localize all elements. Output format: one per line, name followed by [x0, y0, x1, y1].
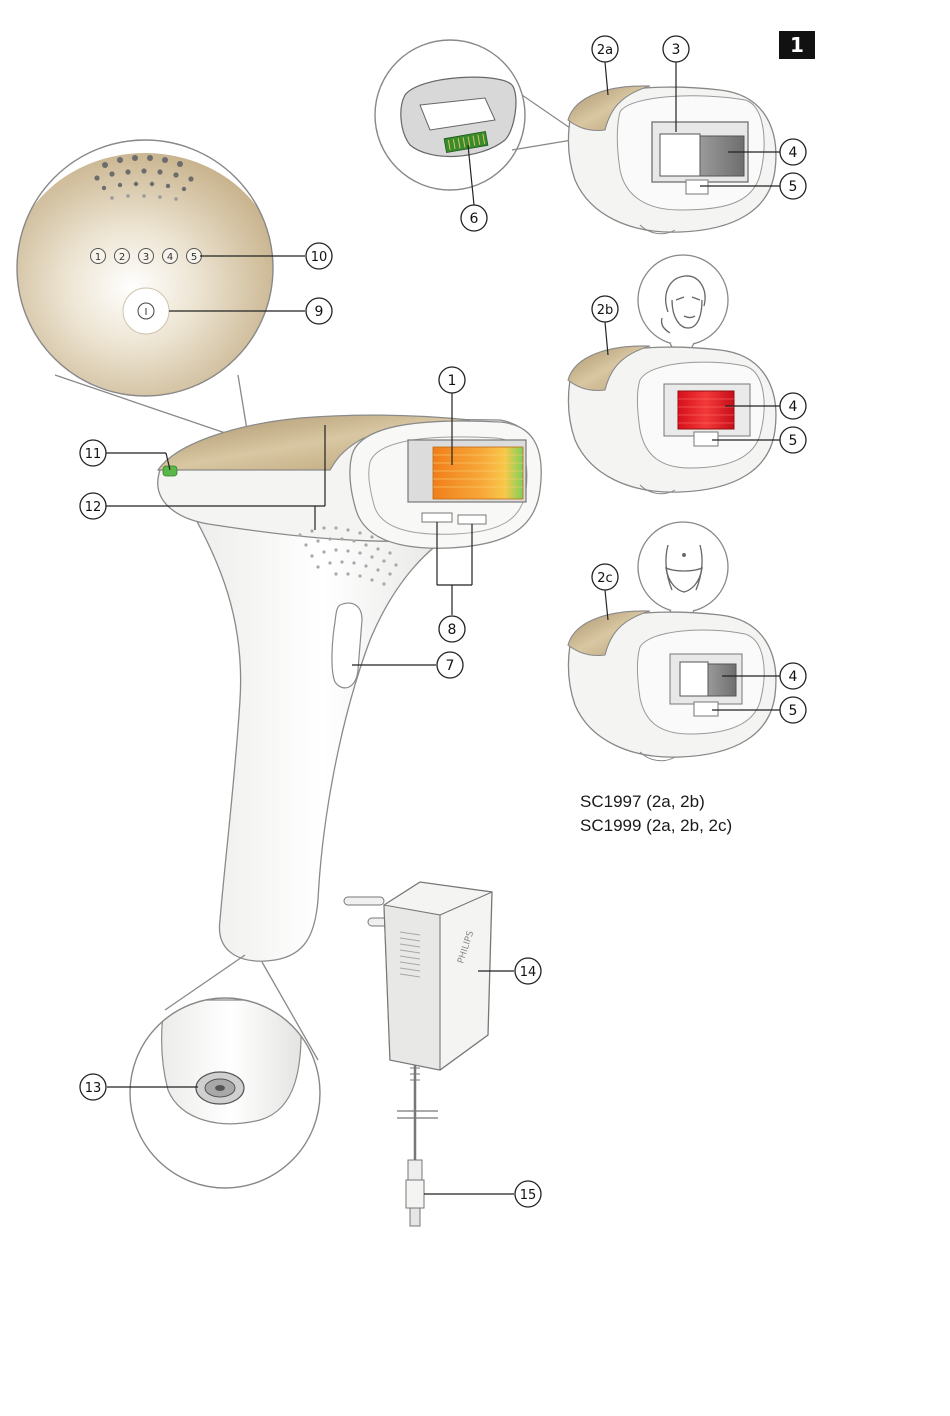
callout-4-2a: 4 [789, 145, 798, 161]
main-device [158, 415, 541, 961]
face-icon-bubble [638, 255, 728, 345]
adapter: PHILIPS [344, 882, 492, 1226]
callout-2b: 2b [597, 303, 614, 318]
page-number-badge: 1 [779, 31, 815, 59]
callout-5-2c: 5 [789, 703, 798, 719]
model-sc1997: SC1997 (2a, 2b) [580, 790, 732, 814]
callout-13: 13 [85, 1081, 102, 1096]
power-symbol: I [145, 307, 148, 318]
small-plug [406, 1180, 424, 1208]
callout-15: 15 [520, 1188, 537, 1203]
light-filter-2a [700, 136, 744, 176]
light-filter-2c [708, 664, 736, 696]
safety-system-contact-left [422, 513, 452, 522]
callout-4-2b: 4 [789, 399, 798, 415]
callout-3: 3 [672, 42, 681, 58]
callout-8: 8 [448, 622, 457, 638]
model-sc1999: SC1999 (2a, 2b, 2c) [580, 814, 732, 838]
callout-2c: 2c [597, 571, 612, 586]
socket-magnifier [120, 955, 340, 1200]
flash-button [332, 603, 362, 688]
callout-10: 10 [311, 250, 328, 265]
callout-5-2b: 5 [789, 433, 798, 449]
callout-5-2a: 5 [789, 179, 798, 195]
safety-system-contact-right [458, 515, 486, 524]
callout-2a: 2a [597, 43, 613, 58]
callout-9: 9 [315, 304, 324, 320]
callout-4-2c: 4 [789, 669, 798, 685]
intensity-level-5: 5 [191, 252, 197, 263]
attachment-window-2a [660, 134, 700, 176]
safety-ring-2c [694, 702, 718, 716]
attachment-2c [568, 522, 776, 761]
callout-14: 14 [520, 965, 537, 980]
callout-12: 12 [85, 500, 102, 515]
intensity-level-3: 3 [143, 252, 149, 263]
attachment-2b [568, 255, 776, 494]
model-list: SC1997 (2a, 2b) SC1999 (2a, 2b, 2c) [580, 790, 732, 838]
bikini-icon-bubble [638, 522, 728, 612]
callout-6: 6 [470, 211, 479, 227]
control-panel-magnifier: 1 2 3 4 5 I [10, 130, 290, 438]
intensity-level-2: 2 [119, 252, 125, 263]
callout-1: 1 [448, 373, 457, 389]
intensity-level-1: 1 [95, 252, 101, 263]
callout-11: 11 [85, 447, 102, 462]
safety-ring-2b [694, 432, 718, 446]
intensity-level-4: 4 [167, 252, 173, 263]
callout-7: 7 [446, 658, 455, 674]
attachment-window-2c [680, 662, 708, 696]
attachment-2a [375, 40, 776, 234]
safety-ring-2a [686, 180, 708, 194]
